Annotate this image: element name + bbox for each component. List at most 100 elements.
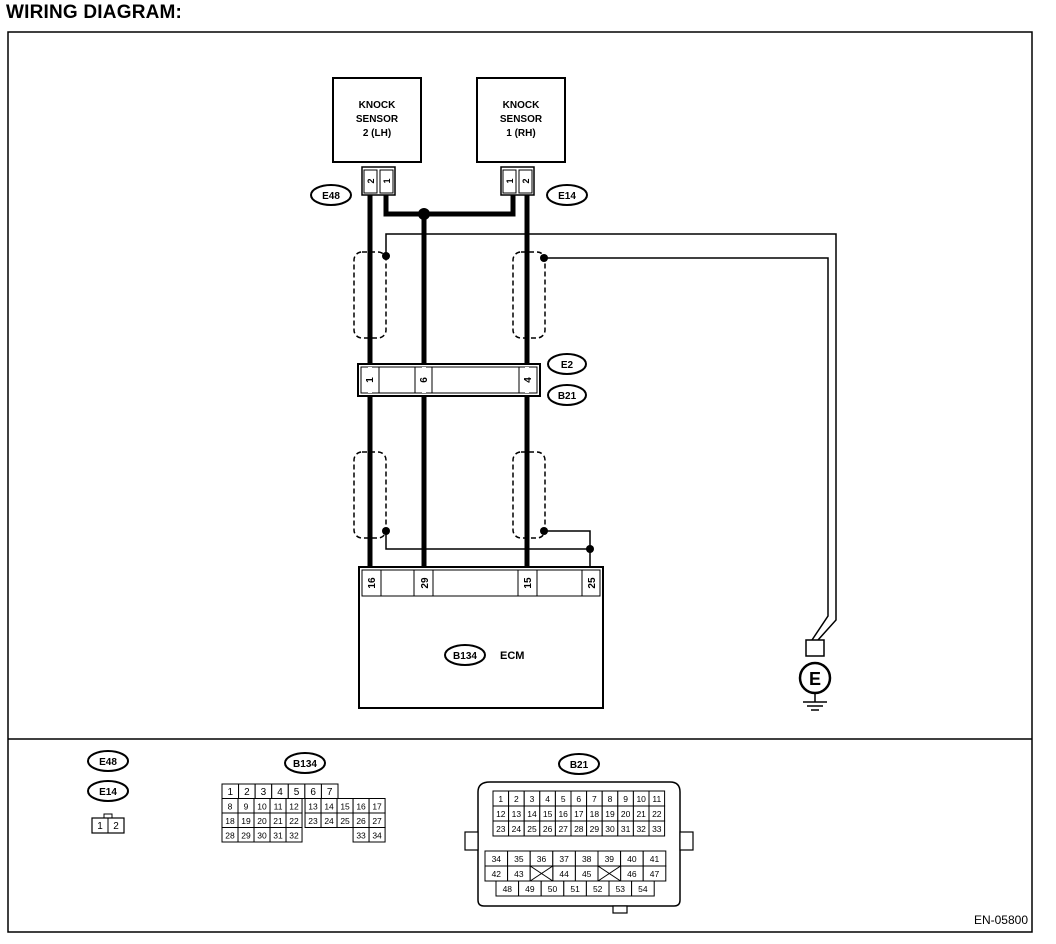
b134-pin-1-label: 1 [228,787,234,798]
b134-pin-9-label: 9 [244,801,249,811]
b134-pin-4-label: 4 [277,787,283,798]
b134-pin-3-label: 3 [261,787,267,798]
b21-pin-18-label: 18 [590,809,600,819]
b21-pin-45-label: 45 [582,869,592,879]
ecm-pin-25: 25 [587,577,598,589]
svg-text:E48: E48 [322,191,340,202]
b21-pin-5-label: 5 [561,794,566,804]
sensor2-pin-1: 1 [382,178,392,183]
connector-tag-e14: E14 [546,184,588,206]
b21-pin-38-label: 38 [582,854,592,864]
b21-pin-1-label: 1 [498,794,503,804]
b134-pin-16-label: 16 [356,801,366,811]
b21-pin-21-label: 21 [636,809,646,819]
b21-pin-46-label: 46 [627,869,637,879]
b134-pin-10-label: 10 [257,801,267,811]
b134-pin-31-label: 31 [273,830,283,840]
b21-pin-50-label: 50 [548,884,558,894]
b134-pin-21-label: 21 [273,816,283,826]
b21-pin-48-label: 48 [503,884,513,894]
b134-pin-26-label: 26 [356,816,366,826]
b21-pin-47-label: 47 [650,869,660,879]
b134-pin-34-label: 34 [372,830,382,840]
b21-pin-51-label: 51 [570,884,580,894]
b134-pin-5-label: 5 [294,787,300,798]
b134-pin-23-label: 23 [308,816,318,826]
sensor1-label-1: KNOCK [503,100,540,111]
b21-pin-2-label: 2 [514,794,519,804]
ground-label: E [809,669,821,689]
b21-pin-15-label: 15 [543,809,553,819]
legend-e48-e14: E48 E14 1 2 [87,750,129,834]
b21-pin-24-label: 24 [512,824,522,834]
b21-pin-30-label: 30 [605,824,615,834]
b134-pin-27-label: 27 [372,816,382,826]
ground-symbol: E [798,639,832,711]
sensor2-label-1: KNOCK [359,100,396,111]
b21-pin-36-label: 36 [537,854,547,864]
b134-pin-7-label: 7 [327,787,333,798]
ecm-pin-16: 16 [367,577,378,589]
joint-pin-6-label: 6 [419,377,430,383]
ecm-label: ECM [500,650,524,662]
b134-pin-14-label: 14 [324,801,334,811]
blank-pin-cross [529,865,554,882]
b21-pin-41-label: 41 [650,854,660,864]
sensor1-pin-2: 2 [521,178,531,183]
diagram-frame [7,31,1033,933]
b21-pin-43-label: 43 [514,869,524,879]
b21-pin-32-label: 32 [636,824,646,834]
b134-pin-18-label: 18 [225,816,235,826]
sensor1-label-2: SENSOR [500,114,543,125]
b134-pin-32 [285,827,303,843]
b21-pin-27-label: 27 [558,824,568,834]
connector-tag-e48: E48 [310,184,352,206]
knock-sensor-1: KNOCK SENSOR 1 (RH) 1 2 [476,77,566,196]
b21-pin-39-label: 39 [605,854,615,864]
shield-symbols [353,251,546,539]
legend-small-pin-1: 1 [97,821,103,832]
b21-pin-54 [631,880,655,897]
b21-pin-35-label: 35 [514,854,524,864]
b21-pin-49-label: 49 [525,884,535,894]
legend-tag-e48: E48 [99,757,117,768]
b21-pin-14-label: 14 [527,809,537,819]
b134-pin-25-label: 25 [340,816,350,826]
b21-pin-16-label: 16 [558,809,568,819]
sensor2-label-3: 2 (LH) [363,128,391,139]
connector-tag-b21: B21 [547,384,587,406]
b134-pin-8-label: 8 [228,801,233,811]
b134-pin-12-label: 12 [289,801,299,811]
sensor1-label-3: 1 (RH) [506,128,535,139]
joint-connector [357,363,541,397]
svg-text:B21: B21 [558,391,577,402]
sensor2-pin-2: 2 [366,178,376,183]
b134-pin-34 [368,827,386,843]
b21-pin-42-label: 42 [492,869,502,879]
b134-pin-17-label: 17 [372,801,382,811]
joint-pin-1-label: 1 [365,377,376,383]
legend-small-pin-2: 2 [113,821,119,832]
legend-tag-b21: B21 [570,760,589,771]
b21-pin-52-label: 52 [593,884,603,894]
b21-pin-10-label: 10 [636,794,646,804]
shield-dot [382,252,390,260]
knock-sensor-2: KNOCK SENSOR 2 (LH) 2 1 [332,77,422,196]
b21-pin-13-label: 13 [512,809,522,819]
connector-tag-e2: E2 [547,353,587,375]
b21-pin-4-label: 4 [545,794,550,804]
ecm-pin-29: 29 [420,577,431,589]
joint-pin-4-label: 4 [523,377,534,383]
b21-pin-8-label: 8 [608,794,613,804]
b21-pin-53-label: 53 [616,884,626,894]
sensor1-pin-1: 1 [505,178,515,183]
junction-dot [418,208,430,220]
b21-pin-12-label: 12 [496,809,506,819]
b21-pin-31-label: 31 [621,824,631,834]
svg-text:E2: E2 [561,360,574,371]
ecm-box: 16 29 15 25 B134 ECM [358,566,604,709]
b134-pin-13-label: 13 [308,801,318,811]
b21-pin-33 [648,820,666,837]
